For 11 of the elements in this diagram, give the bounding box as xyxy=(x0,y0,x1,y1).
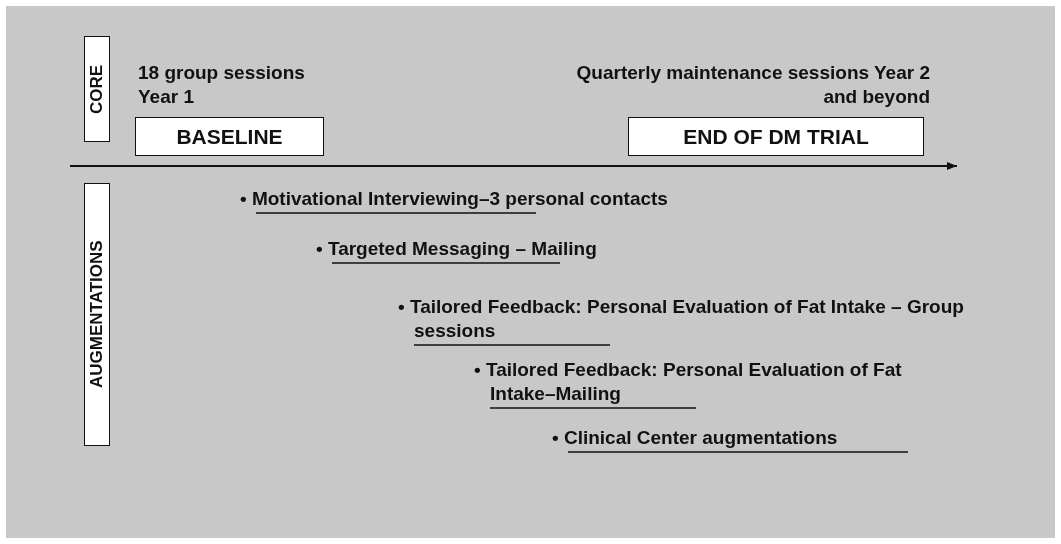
milestone-caption: Quarterly maintenance sessions Year 2 and beyond xyxy=(575,61,930,109)
row-header-box: CORE xyxy=(84,36,110,142)
milestone-box: BASELINE xyxy=(135,117,324,156)
intervention-item: • Targeted Messaging – Mailing xyxy=(316,237,598,261)
intervention-item: • Motivational Interviewing–3 personal contacts xyxy=(240,187,669,211)
milestone-caption: 18 group sessions Year 1 xyxy=(138,61,306,109)
intervention-item: • Tailored Feedback: Personal Evaluation of Fat Intake – Group sessions xyxy=(398,295,965,343)
row-header-box: AUGMENTATIONS xyxy=(84,183,110,446)
intervention-item: • Tailored Feedback: Personal Evaluation of Fat Intake–Mailing xyxy=(474,358,903,406)
intervention-item: • Clinical Center augmentations xyxy=(552,426,839,450)
milestone-box: END OF DM TRIAL xyxy=(628,117,924,156)
